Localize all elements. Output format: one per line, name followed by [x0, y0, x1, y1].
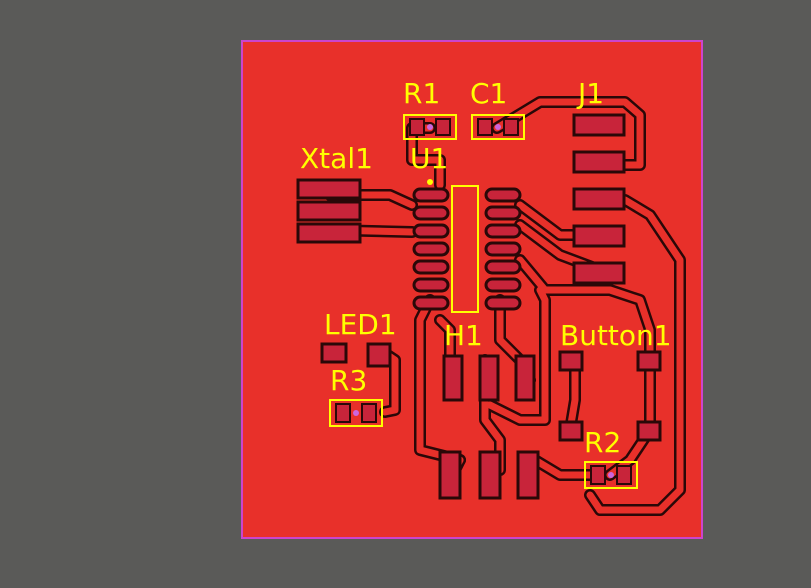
component-h1[interactable] — [442, 354, 536, 402]
component-switch-pads[interactable] — [438, 450, 540, 500]
label-xtal1: Xtal1 — [300, 142, 373, 175]
component-r3[interactable] — [329, 399, 383, 427]
label-r1: R1 — [403, 77, 440, 110]
component-u1[interactable] — [412, 179, 522, 313]
component-r1[interactable] — [403, 114, 457, 140]
label-u1: U1 — [410, 142, 448, 175]
label-j1: J1 — [576, 77, 604, 110]
component-j1[interactable] — [572, 113, 626, 285]
component-xtal1[interactable] — [296, 178, 362, 244]
label-button1: Button1 — [560, 319, 672, 352]
label-r3: R3 — [330, 364, 367, 397]
label-h1: H1 — [444, 319, 483, 352]
component-c1[interactable] — [471, 114, 525, 140]
component-led1[interactable] — [320, 342, 392, 368]
label-c1: C1 — [470, 77, 507, 110]
label-led1: LED1 — [324, 308, 397, 341]
label-r2: R2 — [584, 426, 621, 459]
component-button1[interactable] — [558, 350, 662, 442]
component-r2[interactable] — [584, 461, 638, 489]
